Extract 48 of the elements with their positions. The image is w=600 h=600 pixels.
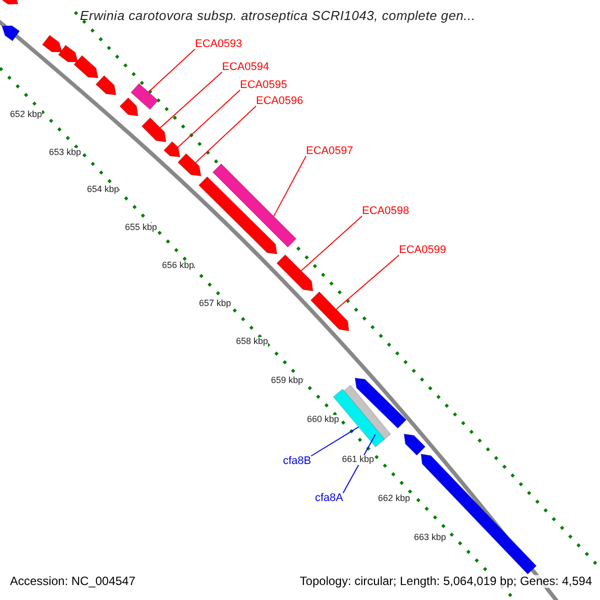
leader-line [195, 106, 256, 164]
scale-label: 658 kbp [236, 337, 268, 347]
gene-bar [276, 254, 314, 292]
leader-line [148, 48, 196, 92]
scale-label: 655 kbp [125, 223, 158, 233]
gene-bar [130, 83, 158, 110]
scale-label: 656 kbp [162, 261, 194, 271]
gene-bar [2, 26, 20, 42]
gene-bar [42, 34, 62, 52]
gene-bar [212, 163, 297, 248]
scale-label: 659 kbp [271, 376, 304, 386]
scale-label: 657 kbp [199, 299, 232, 309]
scale-label: 654 kbp [87, 185, 120, 195]
leader-line [300, 216, 362, 272]
gene-bar [95, 75, 116, 96]
scale-label: 661 kbp [342, 455, 374, 465]
scale-label: 660 kbp [307, 415, 340, 425]
gene-label: ECA0596 [256, 95, 304, 108]
leader-line [310, 426, 360, 456]
leader-line [273, 156, 306, 217]
gene-label: ECA0594 [222, 61, 270, 74]
gene-label: ECA0599 [399, 244, 446, 256]
scale-label: 663 kbp [414, 533, 446, 543]
scale-label: 653 kbp [49, 148, 82, 158]
title: Erwinia carotovora subsp. atroseptica SCRI1043, complete gen... [80, 9, 476, 24]
gene-bar [177, 153, 202, 176]
gene-label: ECA0598 [362, 205, 410, 218]
gene-bar [119, 97, 138, 116]
gene-bar [163, 141, 180, 158]
gene-label: ECA0597 [306, 145, 354, 158]
gene-bar [198, 176, 278, 254]
gene-bar [354, 378, 407, 429]
gene-label: cfa8A [315, 492, 344, 504]
scale-label: 662 kbp [378, 494, 410, 504]
gene-bar [141, 117, 166, 142]
scale-label: 652 kbp [10, 110, 42, 120]
accession-text: Accession: NC_004547 [10, 575, 136, 588]
gene-label: cfa8B [283, 455, 312, 468]
gene-bar [310, 291, 350, 332]
gene-label: ECA0593 [195, 38, 242, 50]
gene-label: ECA0595 [240, 79, 288, 92]
leader-line [160, 72, 222, 128]
gene-bar [74, 55, 98, 78]
leader-line [178, 90, 240, 148]
gene-bar [404, 434, 426, 456]
gene-bar [58, 44, 78, 62]
gene-bar [0, 0, 18, 4]
leader-line [336, 254, 400, 310]
